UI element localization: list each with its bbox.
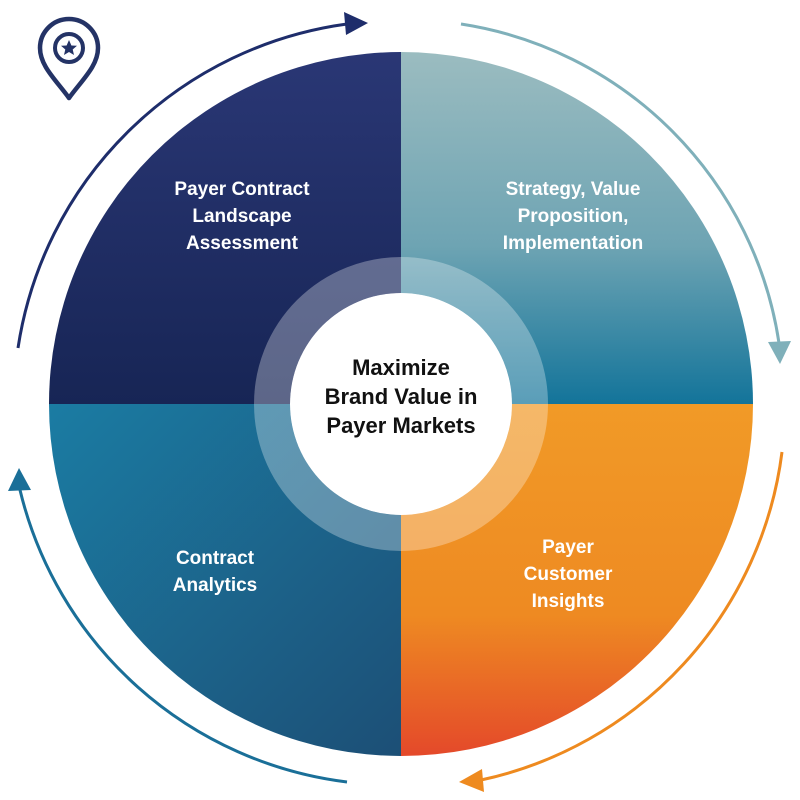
label-line: Customer [523,564,613,585]
arrow-right-lower-arc [480,451,784,782]
quadrant-top-left [49,52,401,404]
label-line: Analytics [172,575,258,596]
label-line: Strategy, Value [505,179,641,200]
quadrant-top-right [401,52,753,404]
center-title-line: Brand Value in [324,384,478,409]
center-title-line: Maximize [352,355,450,380]
label-line: Implementation [502,233,644,254]
center-title-line: Payer Markets [326,413,476,438]
quadrant-bottom-right [401,404,753,756]
map-pin-star-icon [37,16,101,101]
quadrant-bottom-left [49,404,401,756]
label-line: Assessment [186,233,298,254]
arrow-right-lower-head [459,769,484,792]
arrow-top-arc [16,22,348,349]
arrow-left-lower-arc [18,489,348,784]
center-title: Maximize Brand Value in Payer Markets [290,353,512,440]
arrow-left-lower-head [8,468,31,491]
arrow-right-upper-arc [460,22,781,344]
arrow-top-head [344,12,368,35]
label-line: Landscape [192,206,292,227]
quadrant-label-bottom-left: Contract Analytics [100,545,330,599]
arrow-right-upper-head [768,341,791,364]
label-line: Insights [531,591,605,612]
center-circle [290,293,512,515]
quadrant-label-bottom-right: Payer Customer Insights [453,534,683,615]
center-ring [254,257,548,551]
quadrant-label-top-right: Strategy, Value Proposition, Implementat… [458,176,688,257]
label-line: Payer [542,537,594,558]
quadrant-label-top-left: Payer Contract Landscape Assessment [127,176,357,257]
label-line: Proposition, [517,206,629,227]
label-line: Contract [175,548,255,569]
label-line: Payer Contract [174,179,310,200]
